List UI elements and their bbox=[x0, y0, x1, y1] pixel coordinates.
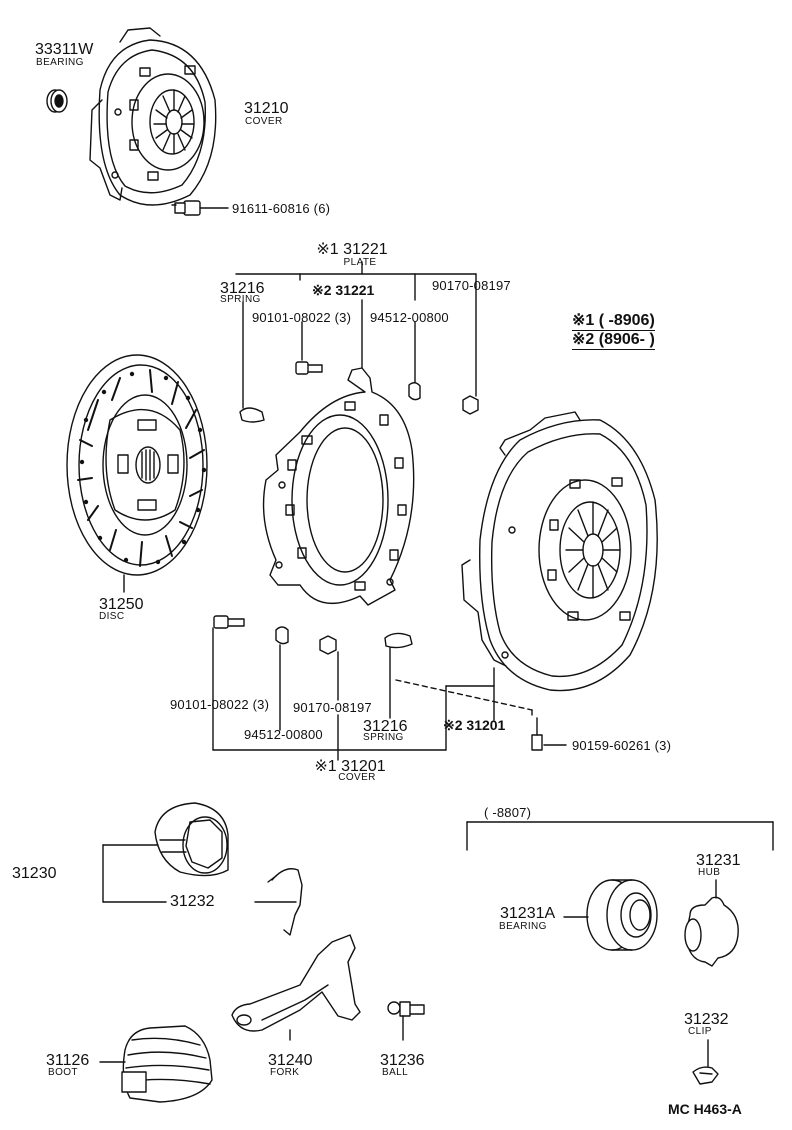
cover-k1-part-number: ※1 31201 bbox=[314, 758, 386, 775]
release-bearing-part-number: 31230 bbox=[12, 865, 57, 882]
hub-31231-drawing bbox=[684, 879, 739, 967]
spring-top-part-number: 31216 bbox=[220, 280, 265, 297]
fork-part-name: FORK bbox=[270, 1067, 300, 1078]
bearing-33311w-drawing bbox=[46, 89, 68, 113]
plate-k2-part-number: ※2 31221 bbox=[312, 282, 375, 298]
spring-bottom-part-name: SPRING bbox=[363, 732, 404, 743]
boot-part-number: 31126 bbox=[46, 1052, 90, 1069]
hub-part-number: 31231 bbox=[696, 852, 741, 869]
bearing-part-number: 33311W bbox=[35, 41, 94, 58]
bolt-91611-part-number: 91611-60816 (6) bbox=[232, 201, 331, 216]
variant-8807-bracket bbox=[466, 821, 774, 851]
clutch-disc-31250-drawing bbox=[66, 354, 208, 593]
variant-8807-range: ( -8807) bbox=[484, 805, 532, 820]
cover-k2-part-number: ※2 31201 bbox=[443, 717, 506, 733]
cover-k1-part-name: COVER bbox=[338, 772, 376, 783]
bolt-90101-top-part-number: 90101-08022 (3) bbox=[252, 310, 352, 325]
release-bracket-lines bbox=[102, 844, 297, 903]
clutch-cover-31210-drawing bbox=[89, 27, 217, 206]
fork-ball-31236-drawing bbox=[387, 1001, 425, 1041]
figure-reference: MC H463-A bbox=[668, 1101, 742, 1117]
bearing-31231a-part-number: 31231A bbox=[500, 905, 556, 922]
lower-small-parts bbox=[213, 615, 543, 751]
clip-mid-part-number: 31232 bbox=[170, 893, 215, 910]
legend-k1: ※1 ( -8906) bbox=[572, 312, 655, 331]
clutch-cover-31201-drawing bbox=[461, 411, 658, 692]
washer-94512-bottom-part-number: 94512-00800 bbox=[244, 727, 323, 742]
nut-90170-bottom-part-number: 90170-08197 bbox=[293, 700, 372, 715]
cover-bracket-lines bbox=[212, 627, 567, 761]
bearing-31231a-drawing bbox=[563, 879, 658, 951]
release-fork-31240-drawing bbox=[231, 934, 361, 1041]
disc-part-name: DISC bbox=[99, 611, 125, 622]
upper-small-parts bbox=[239, 361, 479, 423]
hub-part-name: HUB bbox=[698, 867, 721, 878]
disc-part-number: 31250 bbox=[99, 596, 144, 613]
bolt-90159-part-number: 90159-60261 (3) bbox=[572, 738, 672, 753]
release-bearing-31230-drawing bbox=[154, 802, 229, 877]
spring-top-part-name: SPRING bbox=[220, 294, 261, 305]
pressure-plate-31221-drawing bbox=[262, 367, 415, 606]
clip-right-part-number: 31232 bbox=[684, 1011, 729, 1028]
bolt-90101-bottom-part-number: 90101-08022 (3) bbox=[170, 697, 270, 712]
clip-31232-right-drawing bbox=[692, 1039, 719, 1085]
cover-31210-part-name: COVER bbox=[245, 116, 283, 127]
plate-bracket-lines bbox=[235, 261, 477, 409]
bearing-part-name: BEARING bbox=[36, 57, 84, 68]
cover-31210-part-number: 31210 bbox=[244, 100, 289, 117]
clip-31232-mid-drawing bbox=[267, 868, 303, 936]
ball-part-name: BALL bbox=[382, 1067, 409, 1078]
spring-bottom-part-number: 31216 bbox=[363, 718, 408, 735]
fork-part-number: 31240 bbox=[268, 1052, 313, 1069]
nut-90170-top-part-number: 90170-08197 bbox=[432, 278, 511, 293]
boot-31126-drawing bbox=[99, 1025, 213, 1103]
bolt-91611-drawing bbox=[171, 200, 229, 216]
bearing-31231a-part-name: BEARING bbox=[499, 921, 547, 932]
clip-right-part-name: CLIP bbox=[688, 1026, 712, 1037]
boot-part-name: BOOT bbox=[48, 1067, 78, 1078]
plate-part-name: PLATE bbox=[343, 257, 377, 268]
plate-k1-part-number: ※1 31221 bbox=[316, 241, 388, 258]
washer-94512-top-part-number: 94512-00800 bbox=[370, 310, 449, 325]
ball-part-number: 31236 bbox=[380, 1052, 425, 1069]
legend-k2: ※2 (8906- ) bbox=[572, 331, 655, 350]
